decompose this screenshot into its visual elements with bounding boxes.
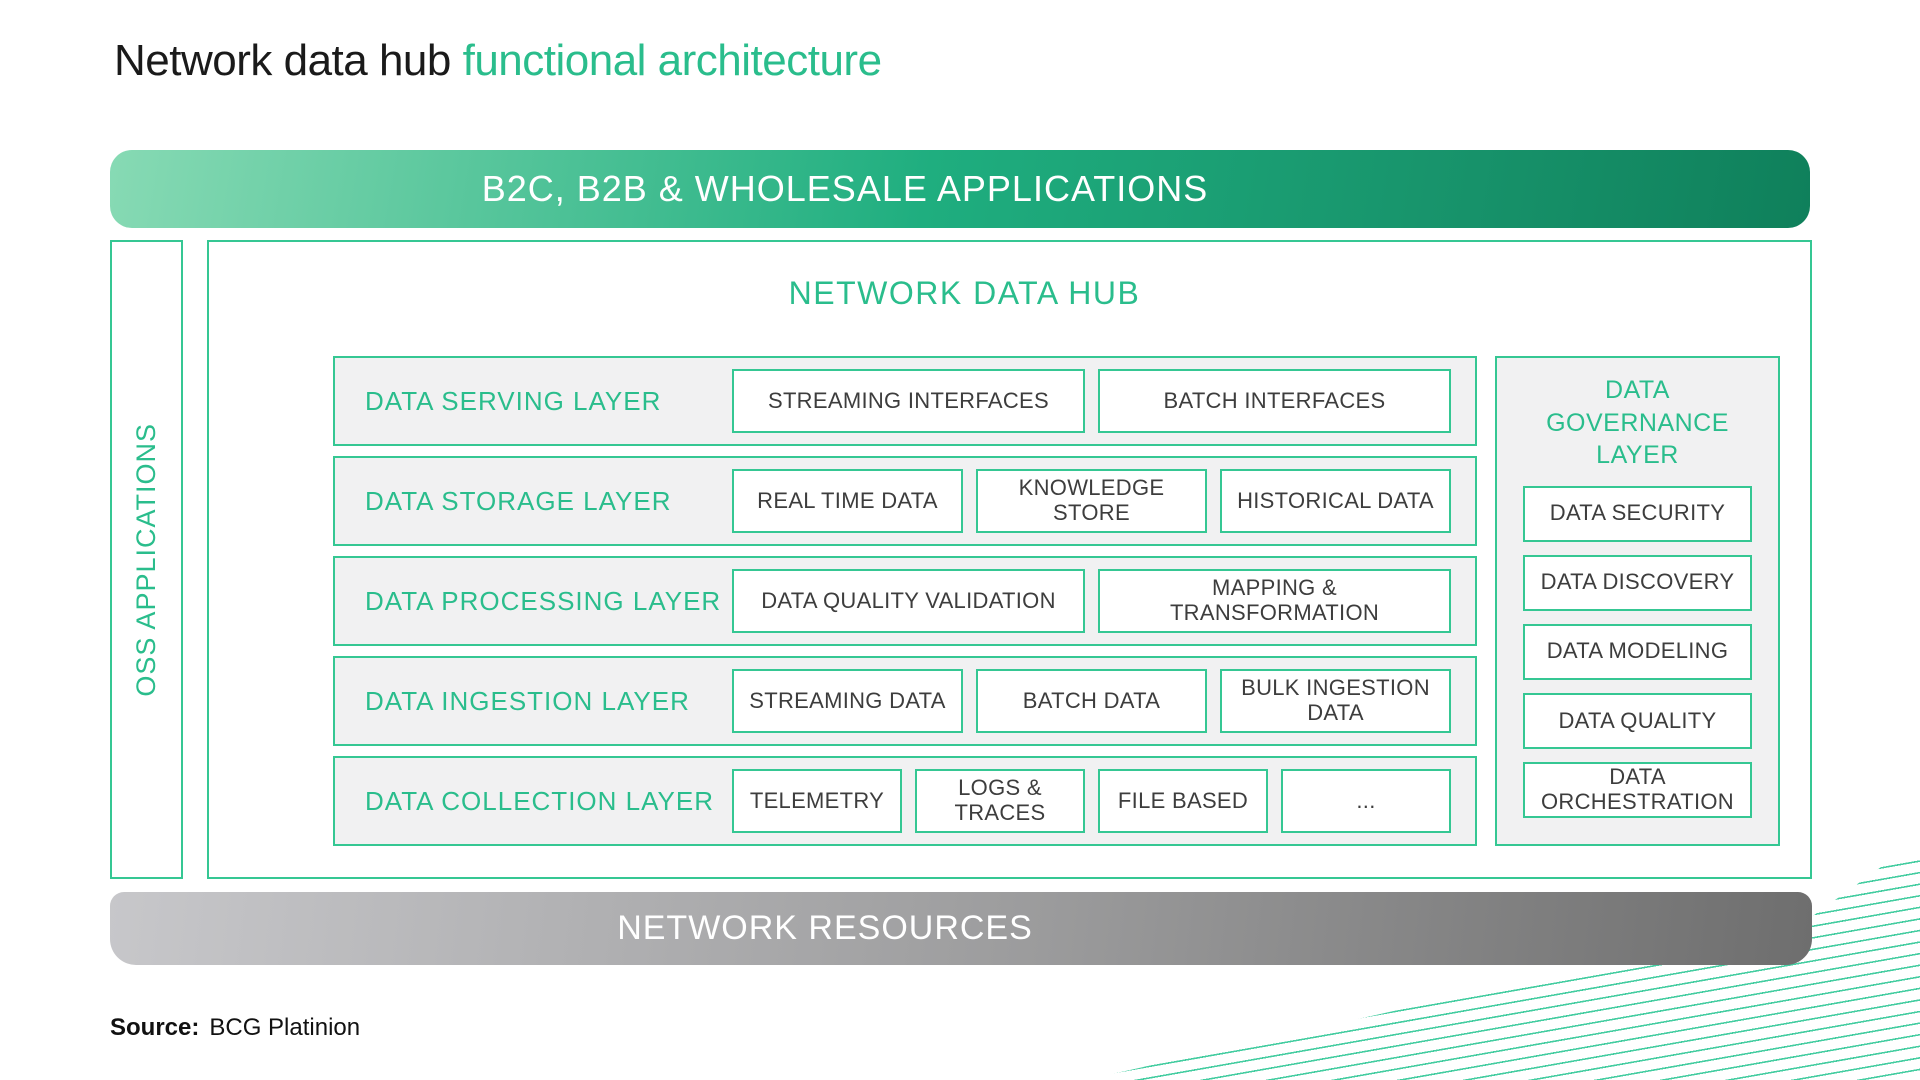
network-data-hub-title: NETWORK DATA HUB — [788, 275, 1141, 311]
layer-row-processing: DATA PROCESSING LAYER DATA QUALITY VALID… — [333, 556, 1477, 646]
oss-applications-label: OSS APPLICATIONS — [131, 422, 161, 697]
applications-banner-label: B2C, B2B & WHOLESALE APPLICATIONS — [481, 168, 1209, 209]
component-box: KNOWLEDGE STORE — [976, 469, 1207, 533]
data-governance-title: DATA GOVERNANCE LAYER — [1546, 376, 1729, 469]
network-resources-banner: NETWORK RESOURCES — [110, 892, 1812, 965]
hub-content: DATA SERVING LAYER STREAMING INTERFACES … — [209, 356, 1810, 846]
governance-box: DATA MODELING — [1523, 623, 1752, 680]
layer-label: DATA STORAGE LAYER — [365, 485, 672, 516]
page-title-green: functional architecture — [462, 36, 882, 85]
layer-label: DATA INGESTION LAYER — [365, 685, 690, 716]
component-box: TELEMETRY — [732, 769, 902, 833]
component-box: BATCH DATA — [976, 669, 1207, 733]
layer-label: DATA PROCESSING LAYER — [365, 585, 722, 616]
page-title-black: Network data hub — [114, 36, 463, 85]
layers-column: DATA SERVING LAYER STREAMING INTERFACES … — [333, 356, 1477, 846]
applications-banner: B2C, B2B & WHOLESALE APPLICATIONS — [110, 150, 1810, 228]
governance-boxes: DATA SECURITY DATA DISCOVERY DATA MODELI… — [1523, 485, 1752, 819]
component-box: ... — [1281, 769, 1451, 833]
page-title: Network data hub functional architecture — [114, 36, 882, 86]
governance-box: DATA SECURITY — [1523, 485, 1752, 542]
layer-boxes: STREAMING DATA BATCH DATA BULK INGESTION… — [732, 669, 1451, 733]
layer-row-ingestion: DATA INGESTION LAYER STREAMING DATA BATC… — [333, 656, 1477, 746]
component-box: BULK INGESTION DATA — [1220, 669, 1451, 733]
component-box: STREAMING DATA — [732, 669, 963, 733]
component-box: REAL TIME DATA — [732, 469, 963, 533]
layer-boxes: REAL TIME DATA KNOWLEDGE STORE HISTORICA… — [732, 469, 1451, 533]
layer-row-serving: DATA SERVING LAYER STREAMING INTERFACES … — [333, 356, 1477, 446]
source-label: Source: — [110, 1014, 200, 1041]
network-resources-label: NETWORK RESOURCES — [617, 909, 1033, 947]
component-box: BATCH INTERFACES — [1098, 369, 1451, 433]
component-box: FILE BASED — [1098, 769, 1268, 833]
component-box: STREAMING INTERFACES — [732, 369, 1085, 433]
layer-boxes: DATA QUALITY VALIDATION MAPPING & TRANSF… — [732, 569, 1451, 633]
layer-boxes: STREAMING INTERFACES BATCH INTERFACES — [732, 369, 1451, 433]
layer-row-storage: DATA STORAGE LAYER REAL TIME DATA KNOWLE… — [333, 456, 1477, 546]
component-box: HISTORICAL DATA — [1220, 469, 1451, 533]
governance-box: DATA DISCOVERY — [1523, 554, 1752, 611]
governance-box: DATA ORCHESTRATION — [1523, 761, 1752, 818]
layer-row-collection: DATA COLLECTION LAYER TELEMETRY LOGS & T… — [333, 756, 1477, 846]
layer-label: DATA COLLECTION LAYER — [365, 785, 714, 816]
governance-box: DATA QUALITY — [1523, 692, 1752, 749]
source-value: BCG Platinion — [209, 1014, 361, 1041]
component-box: DATA QUALITY VALIDATION — [732, 569, 1085, 633]
layer-label: DATA SERVING LAYER — [365, 385, 662, 416]
data-governance-panel: DATA GOVERNANCE LAYER DATA SECURITY DATA… — [1495, 356, 1780, 846]
component-box: MAPPING & TRANSFORMATION — [1098, 569, 1451, 633]
component-box: LOGS & TRACES — [915, 769, 1085, 833]
network-data-hub-box: NETWORK DATA HUB DATA SERVING LAYER STRE… — [207, 240, 1812, 879]
source-note: Source: BCG Platinion — [110, 1014, 360, 1042]
oss-applications-box: OSS APPLICATIONS — [110, 240, 183, 879]
layer-boxes: TELEMETRY LOGS & TRACES FILE BASED ... — [732, 769, 1451, 833]
